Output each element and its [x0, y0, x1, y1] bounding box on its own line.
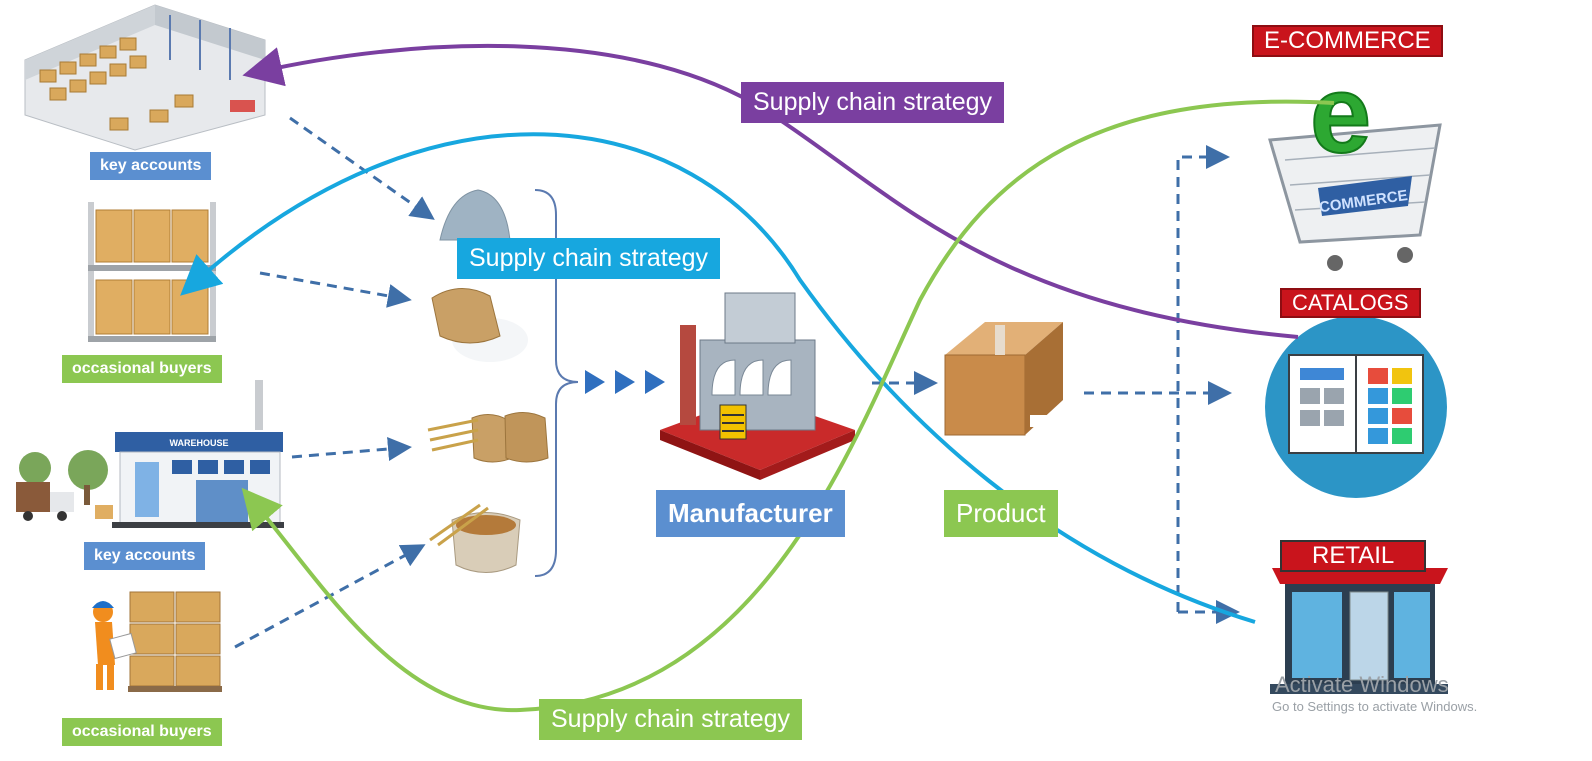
activate-windows-subtitle: Go to Settings to activate Windows. [1272, 699, 1478, 714]
dashed-flow-lines [234, 116, 1240, 649]
worker-with-boxes-icon [92, 591, 222, 692]
flow-triangles [585, 370, 665, 394]
materials-brace [534, 189, 579, 577]
strategy-label-green: Supply chain strategy [539, 699, 803, 740]
manufacturer-label: Manufacturer [656, 490, 845, 537]
warehouse-sign-text: WAREHOUSE [169, 438, 228, 448]
pallet-rack-icon [88, 202, 216, 342]
catalogs-tag: CATALOGS [1280, 288, 1421, 318]
grain-bag-icon [429, 503, 521, 573]
warehouse-interior-icon [24, 4, 266, 151]
occasional-buyers-label-bottom: occasional buyers [62, 718, 222, 746]
ecommerce-cart-icon: e [1268, 52, 1442, 271]
product-label: Product [944, 490, 1058, 537]
svg-text:e: e [1310, 53, 1371, 176]
salt-sack-icon [431, 287, 528, 362]
catalog-book-icon [1265, 316, 1447, 498]
wheat-sacks-icon [427, 412, 549, 463]
ecommerce-tag: E-COMMERCE [1252, 25, 1443, 57]
key-accounts-label-bottom: key accounts [84, 542, 206, 570]
activate-windows-title: Activate Windows [1275, 672, 1449, 697]
product-box-icon [944, 322, 1063, 436]
key-accounts-label-top: key accounts [90, 152, 212, 180]
strategy-label-purple: Supply chain strategy [741, 82, 1005, 123]
warehouse-building-icon [16, 380, 284, 528]
factory-icon [660, 292, 855, 480]
strategy-label-cyan: Supply chain strategy [457, 238, 721, 279]
gravel-pile-icon [439, 189, 511, 241]
cyan-strategy-curve [180, 132, 1256, 624]
occasional-buyers-label-top: occasional buyers [62, 355, 222, 383]
retail-tag: RETAIL [1280, 540, 1427, 572]
